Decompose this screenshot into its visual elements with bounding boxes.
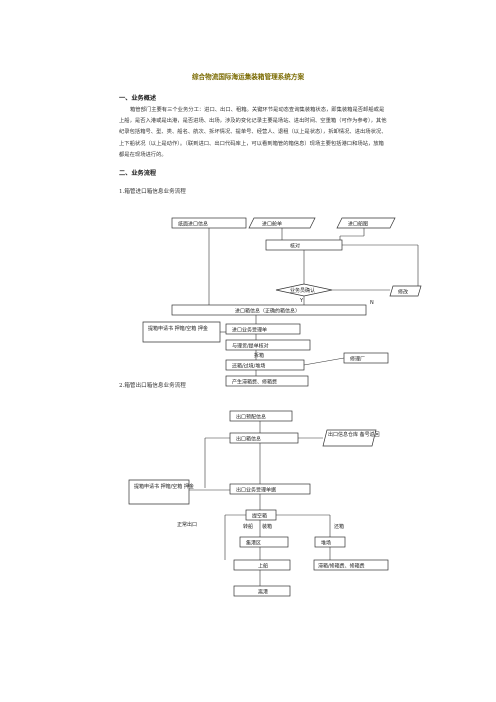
flow2-node-loading-label: 上船: [258, 563, 268, 570]
flow1-node-import-info-label: 进口箱信息（正确的箱信息）: [235, 308, 300, 315]
flow2-label-transship: 转船: [243, 523, 253, 530]
flow2-node-acceptance: [229, 483, 311, 495]
flow2-node-departure: [233, 585, 291, 597]
flow1-node-manifest-label: 进口舱单: [262, 221, 282, 228]
flow2-node-fees-label: 滞箱/修箱费、修箱费: [318, 563, 365, 570]
flow1-node-tally-check: [225, 339, 311, 351]
flow2-node-stuffing-label: 装箱: [262, 523, 272, 530]
flow2-node-preallocation: [229, 410, 293, 422]
flow1-node-acceptance: [225, 323, 301, 335]
flow1-node-confirm-label: 业务员确认: [290, 287, 315, 294]
section-heading-overview: 一、业务概述: [119, 95, 157, 102]
flow2-node-loading: [233, 559, 291, 571]
flow1-node-paper-label: 纸面进口信息: [178, 221, 208, 228]
flow2-node-fees: [313, 559, 389, 571]
flow1-node-repair-label: 修理厂: [350, 356, 365, 363]
flow2-node-application: [128, 479, 190, 505]
flow1-title: 1.箱管进口箱信息业务流程: [119, 189, 186, 195]
flow2-node-acceptance-label: 出口业务受理单据: [236, 487, 276, 494]
flow1-node-application: [142, 321, 221, 343]
section-heading-process: 二、业务流程: [119, 170, 157, 177]
flow1-node-devanning-label: 拆箱: [254, 352, 264, 359]
overview-paragraph: 箱管部门主要有三个业务分工：进口、出口、租箱。关键环节是动态查询集装箱状态，即集…: [119, 107, 387, 158]
flow2-node-empty-pickup-label: 提空箱: [252, 513, 267, 520]
document-title: 综合物流国际海运集装箱管理系统方案: [191, 73, 305, 81]
flow1-node-stowage: [336, 217, 396, 229]
flow1-node-fees: [225, 375, 309, 387]
flow1-node-manifest: [248, 217, 316, 229]
flow1-node-stowage-label: 进口船图: [348, 221, 368, 228]
flow2-label-return: 还箱: [334, 523, 344, 530]
flow1-node-modify-label: 修改: [398, 289, 408, 296]
flow1-node-check: [265, 239, 343, 251]
flow2-node-export-info-label: 出口箱信息: [236, 436, 261, 443]
flow1-node-check-label: 核对: [290, 243, 300, 250]
flow2-label-normal-export: 正常出口: [177, 521, 197, 528]
flow2-node-yard-label: 堆场: [321, 540, 331, 547]
flow1-node-application-label: 提箱申请书 押箱/空箱 押金: [148, 325, 208, 332]
flow1-node-import-info: [171, 304, 367, 316]
flow1-node-return-label: 还箱/过境/堆场: [232, 363, 265, 370]
flow2-node-departure-label: 离港: [258, 589, 268, 596]
flow1-label-y: Y: [299, 298, 304, 304]
flow2-node-warehouse: [322, 429, 377, 447]
flow1-node-modify: [389, 285, 422, 297]
flow2-node-warehouse-label: 出口信息仓库 备号返回: [328, 431, 380, 438]
flow2-node-port-area: [239, 536, 289, 548]
flow1-node-tally-check-label: 与理货/提单核对: [232, 343, 269, 350]
flow2-node-port-area-label: 集港区: [246, 540, 261, 547]
flow1-node-acceptance-label: 进口业务受理单: [232, 327, 267, 334]
flow1-label-n: N: [370, 300, 374, 306]
flow1-node-fees-label: 产生滞箱费、修箱费: [232, 379, 277, 386]
flow2-node-application-label: 提箱申请书 押箱/空箱 押金: [134, 483, 194, 490]
flow2-node-preallocation-label: 出口预配信息: [236, 414, 266, 421]
flow2-title: 2.箱管出口箱信息业务流程: [119, 383, 186, 389]
